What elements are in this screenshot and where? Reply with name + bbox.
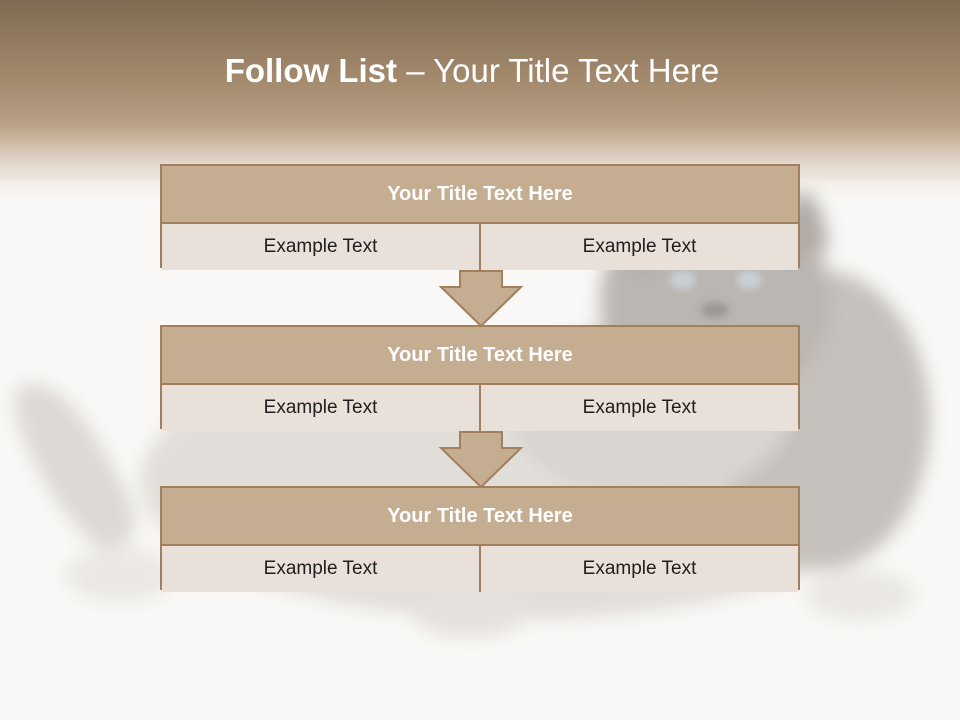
block-row: Example Text Example Text	[162, 385, 798, 431]
slide-title-rest: – Your Title Text Here	[406, 52, 720, 89]
block-title: Your Title Text Here	[162, 488, 798, 546]
follow-block-2: Your Title Text Here Example Text Exampl…	[160, 325, 800, 431]
slide-title-strong: Follow List	[224, 52, 398, 89]
follow-block-1: Your Title Text Here Example Text Exampl…	[160, 164, 800, 270]
down-arrow-icon	[438, 431, 524, 489]
follow-block-3: Your Title Text Here Example Text Exampl…	[160, 486, 800, 592]
block-cell-right: Example Text	[479, 546, 798, 592]
block-cell-right: Example Text	[479, 385, 798, 431]
block-cell-left: Example Text	[162, 385, 479, 431]
block-row: Example Text Example Text	[162, 546, 798, 592]
slide-title: Follow List – Your Title Text Here	[0, 52, 944, 90]
block-cell-left: Example Text	[162, 546, 479, 592]
block-cell-right: Example Text	[479, 224, 798, 270]
block-row: Example Text Example Text	[162, 224, 798, 270]
block-cell-left: Example Text	[162, 224, 479, 270]
down-arrow-icon	[438, 270, 524, 328]
block-title: Your Title Text Here	[162, 327, 798, 385]
block-title: Your Title Text Here	[162, 166, 798, 224]
